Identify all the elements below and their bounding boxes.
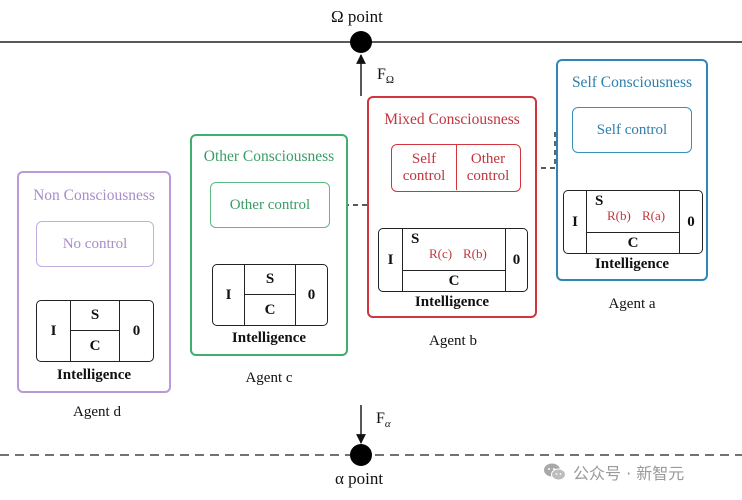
cell-o: 0: [295, 265, 327, 325]
cell-c: C: [89, 337, 101, 354]
agent-c-intelligence-block: I S C 0: [212, 264, 328, 326]
agent-d-name: Agent d: [73, 404, 121, 420]
omega-force-label: FΩ: [377, 66, 394, 86]
agent-a-intelligence-block: I S R(b) R(a) C 0: [563, 190, 703, 254]
agent-b-other-control: Other control: [456, 145, 520, 190]
agent-c-intelligence-label: Intelligence: [231, 330, 307, 346]
agent-a-box: Self Consciousness Self control I S R(b)…: [556, 59, 708, 281]
resource-r1: R(c): [429, 246, 453, 261]
agent-c-title: Other Consciousness: [203, 148, 335, 165]
agent-c-name: Agent c: [245, 370, 293, 386]
agent-d-intelligence-block: I S C 0: [36, 300, 154, 362]
omega-point-label: Ω point: [331, 7, 383, 26]
cell-s-label: S: [411, 231, 420, 247]
cell-c: C: [627, 234, 639, 251]
agent-c-box: Other Consciousness Other control I S C …: [190, 134, 348, 356]
cell-o: 0: [679, 191, 702, 253]
cell-o: 0: [119, 301, 153, 361]
force-symbol: F: [377, 66, 386, 83]
agent-b-title: Mixed Consciousness: [384, 111, 520, 128]
agent-b-intelligence-label: Intelligence: [414, 294, 490, 310]
wechat-icon: [544, 463, 566, 481]
cell-o: 0: [505, 229, 527, 291]
connector-b-to-c: [330, 165, 391, 210]
alpha-point-label: α point: [335, 469, 384, 488]
alpha-point: [350, 444, 372, 466]
resource-r2: R(a): [642, 208, 666, 223]
alpha-force-label: Fα: [376, 410, 391, 430]
cell-s-label: S: [595, 193, 604, 209]
agent-b-intelligence-block: I S R(c) R(b) C 0: [378, 228, 528, 292]
agent-a-intelligence-label: Intelligence: [594, 256, 670, 272]
agent-d-box: Non Consciousness No control I S C 0 Int…: [17, 171, 171, 393]
force-subscript: Ω: [385, 74, 395, 87]
cell-s: S: [71, 301, 119, 331]
agent-a-control: Self control: [572, 107, 692, 153]
omega-point: [350, 31, 372, 53]
agent-b-control: Self control Other control: [391, 144, 521, 192]
other-control-line1: Other: [470, 150, 506, 167]
cell-i: I: [213, 265, 245, 325]
watermark: 公众号 · 新智元: [543, 460, 684, 484]
watermark-text: 公众号 · 新智元: [573, 464, 685, 483]
resource-r1: R(b): [607, 208, 631, 223]
agent-c-control: Other control: [210, 182, 330, 228]
force-subscript: α: [384, 418, 391, 431]
cell-i: I: [379, 229, 403, 291]
self-control-line2: control: [402, 167, 446, 184]
cell-s: S R(b) R(a): [587, 191, 679, 233]
cell-i: I: [564, 191, 587, 253]
agent-a-title: Self Consciousness: [571, 74, 693, 91]
cell-c: C: [264, 301, 276, 318]
agent-d-intelligence-label: Intelligence: [56, 367, 132, 383]
other-control-line2: control: [466, 167, 510, 184]
self-control-line1: Self: [411, 150, 437, 167]
agent-d-title: Non Consciousness: [33, 187, 155, 204]
agent-b-self-control: Self control: [392, 145, 457, 190]
agent-b-box: Mixed Consciousness Self control Other c…: [367, 96, 537, 318]
agent-d-control: No control: [36, 221, 154, 267]
cell-i: I: [37, 301, 71, 361]
cell-s: S R(c) R(b): [403, 229, 505, 271]
agent-a-name: Agent a: [608, 296, 656, 312]
resource-r2: R(b): [463, 246, 487, 261]
cell-s: S: [245, 265, 295, 295]
agent-b-name: Agent b: [429, 333, 477, 349]
force-symbol: F: [376, 410, 385, 427]
cell-c: C: [448, 272, 460, 289]
